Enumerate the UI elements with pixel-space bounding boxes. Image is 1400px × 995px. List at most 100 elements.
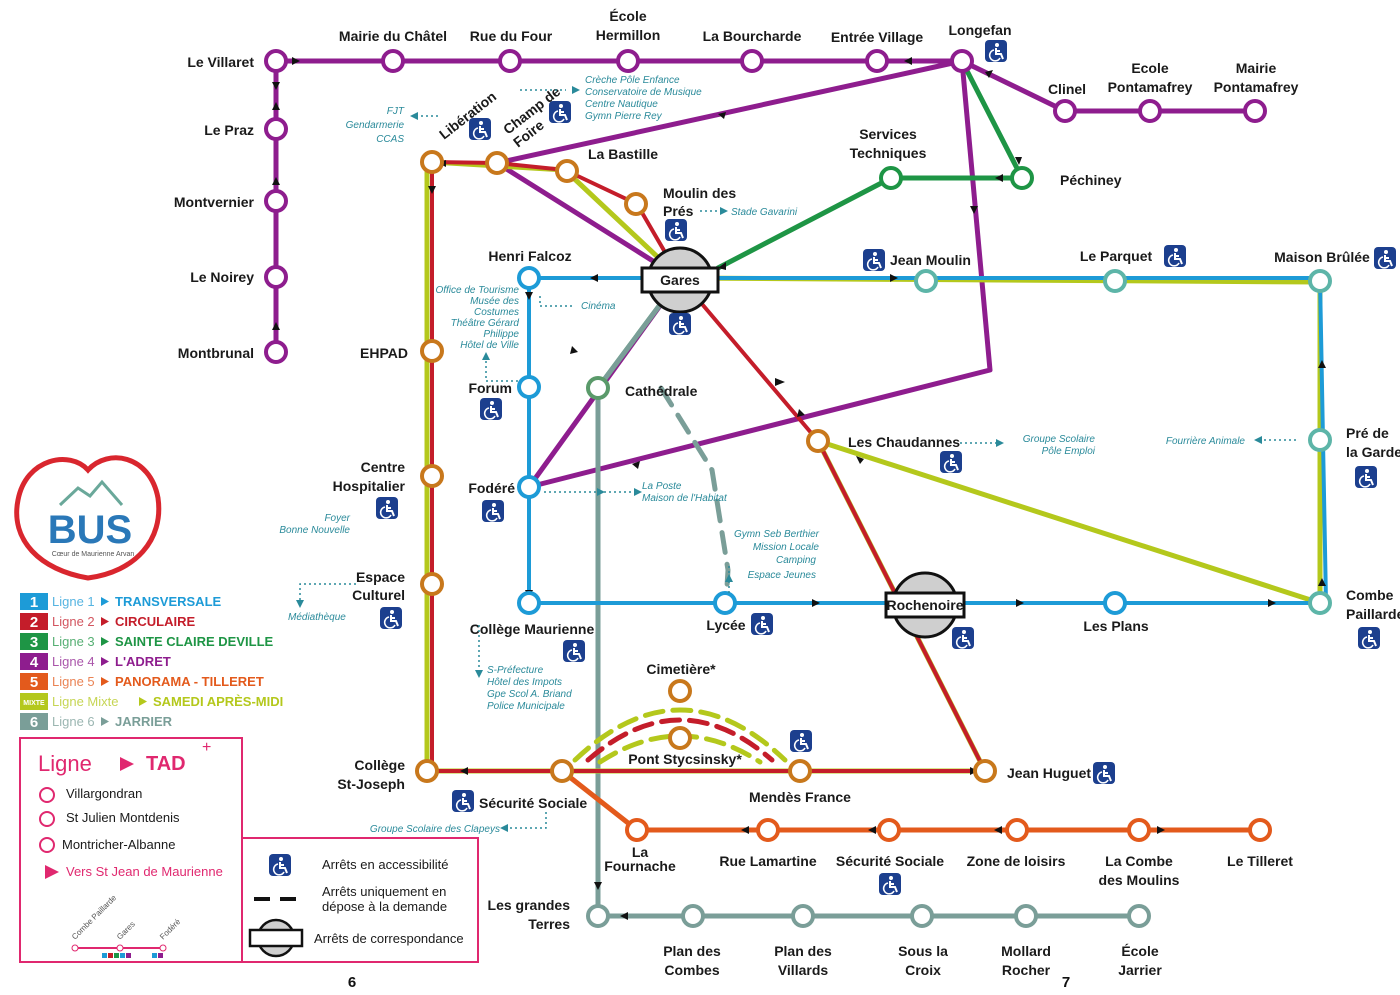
label-moulin-1: Moulin des bbox=[663, 185, 736, 201]
accessibility-icon bbox=[1354, 465, 1378, 489]
poi-gymn-4: Espace Jeunes bbox=[748, 570, 816, 581]
stop-henri-falcoz[interactable] bbox=[517, 266, 541, 290]
label-plan-combes-2: Combes bbox=[664, 962, 719, 978]
label-lycee: Lycée bbox=[706, 617, 745, 633]
stop-college-st-joseph[interactable] bbox=[415, 759, 439, 783]
stop-le-parquet[interactable] bbox=[1103, 269, 1127, 293]
stop-pre-de-la-garde[interactable] bbox=[1308, 428, 1332, 452]
stop-les-grandes-terres[interactable] bbox=[586, 904, 610, 928]
tad-stop-1: Villargondran bbox=[66, 786, 142, 801]
label-clinel: Clinel bbox=[1048, 81, 1086, 97]
page-number-right: 7 bbox=[1062, 974, 1070, 991]
stop-le-noirey[interactable] bbox=[264, 265, 288, 289]
label-sous-la-croix-2: Croix bbox=[905, 962, 941, 978]
legend-line-name: Ligne 5 bbox=[52, 674, 95, 689]
stop-zone-de-loisirs[interactable] bbox=[1005, 818, 1029, 842]
legend-line-name: Ligne 2 bbox=[52, 614, 95, 629]
stop-services-techniques[interactable] bbox=[879, 166, 903, 190]
stop-combe-paillarde[interactable] bbox=[1308, 591, 1332, 615]
accessibility-icon bbox=[268, 853, 292, 877]
stop-liberation[interactable] bbox=[420, 150, 444, 174]
label-mairie-pontamafrey-1: Mairie bbox=[1236, 60, 1277, 76]
stop-mairie-chatel[interactable] bbox=[381, 49, 405, 73]
label-la-fournache-2: Fournache bbox=[604, 858, 676, 874]
legend-arrow bbox=[101, 677, 109, 686]
stop-ecole-jarrier[interactable] bbox=[1127, 904, 1151, 928]
stop-maison-brulee[interactable] bbox=[1308, 269, 1332, 293]
stop-rue-lamartine[interactable] bbox=[756, 818, 780, 842]
stop-sous-la-croix[interactable] bbox=[910, 904, 934, 928]
poi-cinema: Cinéma bbox=[581, 301, 616, 312]
hub-rochenoire[interactable]: Rochenoire bbox=[884, 571, 966, 639]
label-montbrunal: Montbrunal bbox=[178, 345, 254, 361]
stop-fodere[interactable] bbox=[517, 475, 541, 499]
label-maison-brulee: Maison Brûlée bbox=[1274, 249, 1370, 265]
hub-gares[interactable]: Gares bbox=[640, 246, 720, 314]
stop-espace-culturel[interactable] bbox=[420, 572, 444, 596]
label-mollard-1: Mollard bbox=[1001, 943, 1051, 959]
label-plan-combes-1: Plan des bbox=[663, 943, 721, 959]
poi-foyer-1: Foyer bbox=[324, 513, 350, 524]
stop-mollard-rocher[interactable] bbox=[1014, 904, 1038, 928]
label-le-tilleret: Le Tilleret bbox=[1227, 853, 1293, 869]
stop-le-villaret[interactable] bbox=[264, 49, 288, 73]
label-rue-lamartine: Rue Lamartine bbox=[719, 853, 816, 869]
stop-mairie-pontamafrey[interactable] bbox=[1243, 99, 1267, 123]
stop-rue-du-four[interactable] bbox=[498, 49, 522, 73]
accessibility-icon bbox=[984, 39, 1008, 63]
tad-vers: Vers St Jean de Maurienne bbox=[66, 864, 223, 879]
label-ehpad: EHPAD bbox=[360, 345, 408, 361]
stop-college-maurienne[interactable] bbox=[517, 591, 541, 615]
stop-pont-stycsinsky[interactable] bbox=[668, 726, 692, 750]
stop-entree-village[interactable] bbox=[865, 49, 889, 73]
stop-labels: Le Villaret Mairie du Châtel Rue du Four… bbox=[174, 8, 1400, 978]
stop-mendes-france[interactable] bbox=[788, 759, 812, 783]
stop-montvernier[interactable] bbox=[264, 189, 288, 213]
stop-jean-huguet[interactable] bbox=[973, 759, 997, 783]
stop-clinel[interactable] bbox=[1053, 99, 1077, 123]
label-grandes-terres-1: Les grandes bbox=[488, 897, 571, 913]
stop-le-tilleret[interactable] bbox=[1248, 818, 1272, 842]
stop-les-chaudannes[interactable] bbox=[806, 429, 830, 453]
legend-swatch bbox=[20, 593, 48, 610]
poi-office-3: Costumes bbox=[474, 307, 519, 318]
stop-plan-des-combes[interactable] bbox=[681, 904, 705, 928]
poi-fourriere: Fourrière Animale bbox=[1166, 436, 1246, 447]
stop-securite-sociale[interactable] bbox=[550, 759, 574, 783]
stop-champ-de-foire[interactable] bbox=[485, 151, 509, 175]
stop-ehpad[interactable] bbox=[420, 339, 444, 363]
stop-ecole-hermillon[interactable] bbox=[616, 49, 640, 73]
stop-les-plans[interactable] bbox=[1103, 591, 1127, 615]
stop-centre-hospitalier[interactable] bbox=[420, 464, 444, 488]
poi-gymn-2: Mission Locale bbox=[753, 542, 820, 553]
label-services-2: Techniques bbox=[850, 145, 927, 161]
stop-cathedrale[interactable] bbox=[586, 376, 610, 400]
stop-la-fournache[interactable] bbox=[625, 818, 649, 842]
stop-lycee[interactable] bbox=[713, 591, 737, 615]
stop-moulin-des-pres[interactable] bbox=[624, 192, 648, 216]
legend-swatch bbox=[20, 613, 48, 630]
stop-longefan[interactable] bbox=[950, 49, 974, 73]
stop-le-praz[interactable] bbox=[264, 117, 288, 141]
legend-line-name: Ligne 4 bbox=[52, 654, 95, 669]
stop-pechiney[interactable] bbox=[1010, 166, 1034, 190]
stop-montbrunal[interactable] bbox=[264, 340, 288, 364]
poi-prefecture-3: Gpe Scol A. Briand bbox=[487, 689, 572, 700]
stop-la-bastille[interactable] bbox=[555, 159, 579, 183]
legend-arrow bbox=[101, 657, 109, 666]
label-montvernier: Montvernier bbox=[174, 194, 255, 210]
stop-jean-moulin[interactable] bbox=[914, 269, 938, 293]
stop-la-combe-des-moulins[interactable] bbox=[1127, 818, 1151, 842]
stop-securite-sociale-2[interactable] bbox=[877, 818, 901, 842]
stop-plan-des-villards[interactable] bbox=[791, 904, 815, 928]
stop-forum[interactable] bbox=[517, 375, 541, 399]
stop-cimetiere[interactable] bbox=[668, 679, 692, 703]
stop-la-bourcharde[interactable] bbox=[740, 49, 764, 73]
legend-line-title: CIRCULAIRE bbox=[115, 614, 195, 629]
stop-ecole-pontamafrey[interactable] bbox=[1138, 99, 1162, 123]
legend-dashed-2: dépose à la demande bbox=[322, 899, 447, 914]
